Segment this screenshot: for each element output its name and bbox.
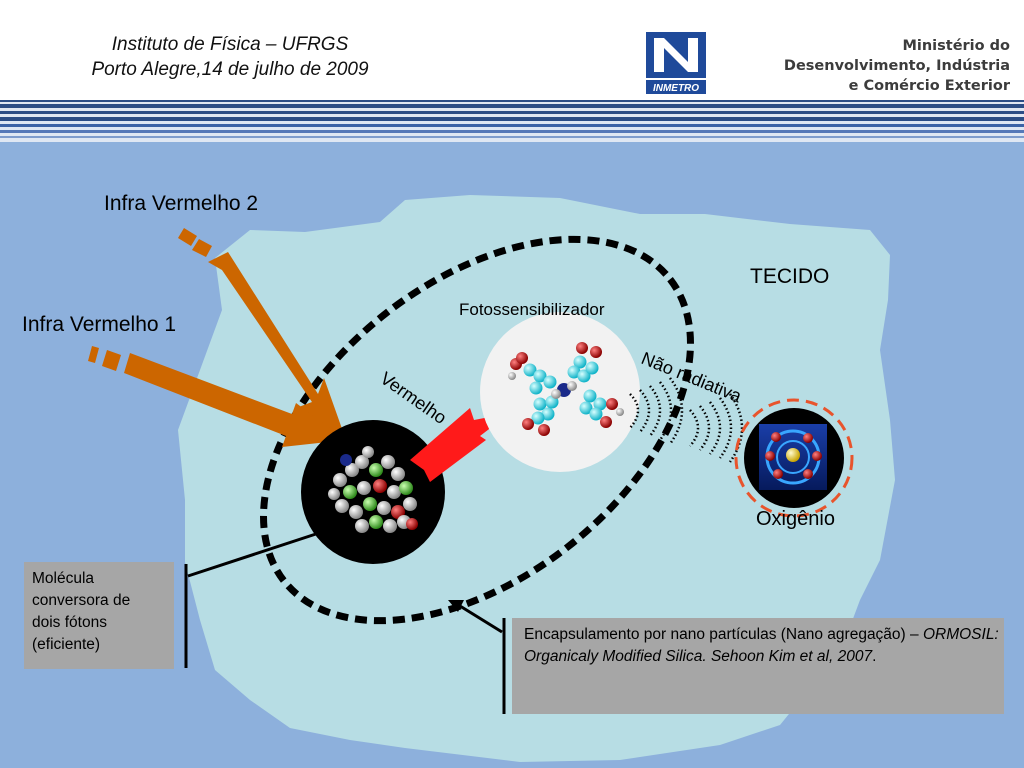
red-emission-arrow [410,408,510,482]
photosensitizer-molecule [508,342,624,436]
oxygen-dashed-ring [734,398,854,518]
ministry-line: Ministério do [902,38,1010,54]
logo-text: INMETRO [653,83,699,94]
molecule-caption-box: Molécula conversora de dois fótons (efic… [24,562,174,669]
label-infrared-1: Infra Vermelho 1 [22,313,177,336]
caption-line: dois fótons [32,614,107,631]
non-radiative-waves [629,377,744,463]
encapsulation-reference: ORMOSIL: Organicaly Modified Silica. Seh… [524,626,999,665]
ministry-line: Desenvolvimento, Indústria [783,58,1010,74]
nanoparticle-capsule [260,235,694,625]
oxygen-molecule [759,424,827,490]
header-stripes [0,102,1024,142]
molecule-pointer [184,530,323,668]
label-tissue: TECIDO [750,265,830,288]
encapsulation-caption-box: Encapsulamento por nano partículas (Nano… [512,618,1004,714]
label-photosensitizer: Fotossensibilizador [459,300,605,319]
molecule-pointer-arrowhead [318,524,334,538]
caption-line: Molécula [32,570,95,587]
converter-molecule-atoms [328,446,418,533]
ministry-line: e Comércio Exterior [848,78,1010,94]
label-oxygen: Oxigênio [756,508,835,530]
inmetro-logo: INMETRO [646,32,706,94]
institute-line: Instituto de Física – UFRGS [111,34,349,55]
caption-line: conversora de [32,592,131,609]
infrared-2-arrow [178,228,346,440]
encapsulation-text: Encapsulamento por nano partículas (Nano… [524,626,923,643]
converter-molecule-disc [301,420,445,564]
header-banner: Instituto de Física – UFRGS Porto Alegre… [0,0,1024,102]
capsule-pointer-arrowhead [448,600,464,612]
caption-line: (eficiente) [32,636,101,653]
date-line: Porto Alegre,14 de julho de 2009 [91,59,369,80]
infrared-1-arrow [88,346,346,447]
ministry-text: Ministério do Desenvolvimento, Indústria… [784,36,1010,96]
capsule-pointer [459,604,506,714]
header-title: Instituto de Física – UFRGS Porto Alegre… [40,32,420,82]
label-infrared-2: Infra Vermelho 2 [104,192,259,215]
encapsulation-period: . [872,648,877,665]
